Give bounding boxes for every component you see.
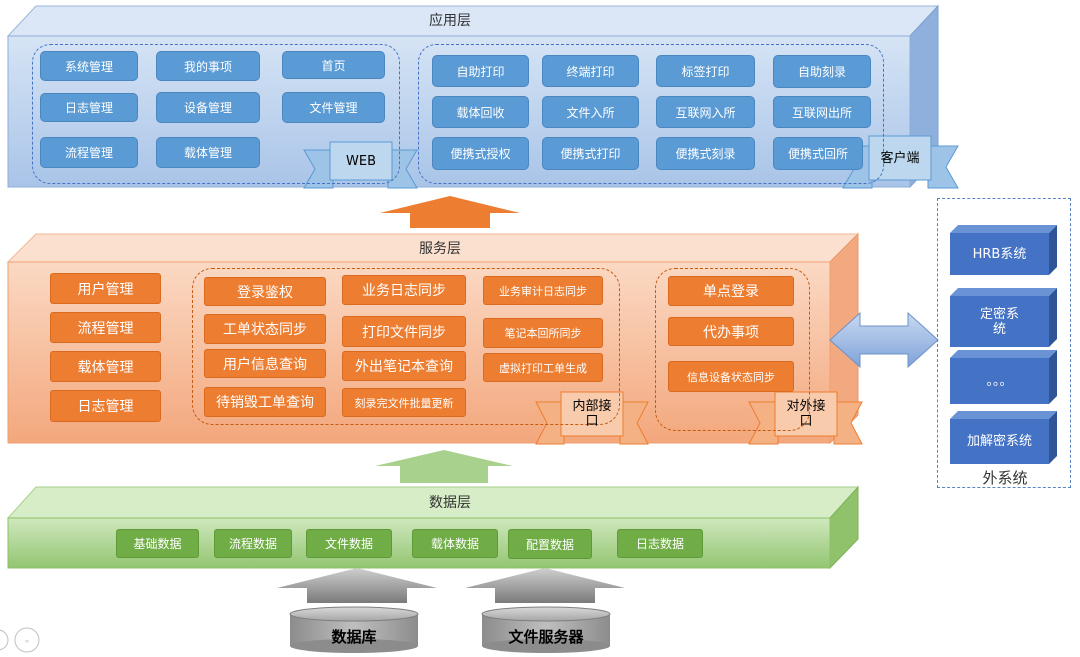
svc-outbound-laptop-query[interactable]: 外出笔记本查询: [342, 351, 466, 381]
data-item-file[interactable]: 文件数据: [306, 529, 392, 558]
external-interface-group: [655, 268, 810, 431]
external-systems-group: [937, 198, 1071, 488]
fileserver-label: 文件服务器: [508, 627, 584, 646]
client-item-self-burn[interactable]: 自助刻录: [773, 55, 871, 88]
web-item-system-management[interactable]: 系统管理: [40, 51, 138, 81]
fileserver-cylinder: [481, 606, 611, 653]
ext-box-3d: [950, 225, 1057, 464]
client-item-internet-inbound[interactable]: 互联网入所: [656, 96, 755, 128]
client-item-portable-authorize[interactable]: 便携式授权: [432, 137, 529, 170]
svc-single-sign-on[interactable]: 单点登录: [668, 276, 794, 306]
web-item-log-management[interactable]: 日志管理: [40, 93, 138, 122]
up-arrow-data-to-service: [375, 450, 513, 483]
svc-carrier-management[interactable]: 载体管理: [50, 351, 161, 382]
web-item-carrier-management[interactable]: 载体管理: [156, 137, 260, 168]
client-item-label-print[interactable]: 标签打印: [656, 55, 755, 87]
database-label: 数据库: [331, 627, 377, 646]
client-item-terminal-print[interactable]: 终端打印: [542, 55, 639, 87]
data-item-config[interactable]: 配置数据: [508, 529, 592, 559]
ext-encryption-system[interactable]: 加解密系统: [950, 419, 1049, 464]
svc-audit-log-sync[interactable]: 业务审计日志同步: [483, 276, 603, 305]
data-item-carrier[interactable]: 载体数据: [412, 529, 498, 558]
web-item-device-management[interactable]: 设备管理: [156, 92, 260, 123]
svc-print-file-sync[interactable]: 打印文件同步: [342, 316, 466, 347]
svc-business-log-sync[interactable]: 业务日志同步: [342, 275, 466, 305]
client-item-portable-print[interactable]: 便携式打印: [542, 137, 639, 170]
svc-user-info-query[interactable]: 用户信息查询: [204, 349, 326, 378]
internal-interface-group: [192, 268, 620, 425]
svg-text:∞: ∞: [25, 638, 30, 645]
client-item-file-inbound[interactable]: 文件入所: [542, 96, 639, 128]
data-item-log[interactable]: 日志数据: [617, 529, 703, 558]
svc-burned-file-batch-update[interactable]: 刻录完文件批量更新: [342, 388, 466, 417]
double-arrow-external: [829, 311, 939, 369]
svc-virtual-print-ticket[interactable]: 虚拟打印工单生成: [483, 353, 603, 382]
svc-user-management[interactable]: 用户管理: [50, 273, 161, 304]
web-item-my-tasks[interactable]: 我的事项: [156, 51, 260, 81]
svc-laptop-return-sync[interactable]: 笔记本回所同步: [483, 318, 603, 348]
ribbon-web-label: WEB: [346, 153, 376, 169]
client-item-portable-burn[interactable]: 便携式刻录: [656, 137, 755, 170]
up-arrow-db: [277, 568, 437, 603]
svc-login-auth[interactable]: 登录鉴权: [204, 277, 326, 306]
up-arrow-service-to-app: [380, 196, 520, 228]
service-layer-title: 服务层: [419, 241, 461, 257]
svc-process-management[interactable]: 流程管理: [50, 312, 161, 343]
external-systems-label: 外系统: [982, 468, 1028, 487]
ribbon-client-label: 客户端: [880, 150, 920, 166]
svc-todo-items[interactable]: 代办事项: [668, 317, 794, 346]
data-item-process[interactable]: 流程数据: [214, 529, 292, 558]
ext-more-systems[interactable]: 。。。: [950, 358, 1049, 404]
data-item-basic[interactable]: 基础数据: [116, 529, 199, 558]
svc-device-status-sync[interactable]: 信息设备状态同步: [668, 361, 794, 392]
svc-log-management[interactable]: 日志管理: [50, 390, 161, 422]
web-group: [32, 44, 400, 184]
ribbon-web: [303, 141, 418, 189]
app-layer-title: 应用层: [429, 13, 471, 29]
client-item-carrier-recycle[interactable]: 载体回收: [432, 96, 529, 128]
client-item-self-print[interactable]: 自助打印: [432, 55, 529, 87]
ext-classification-system[interactable]: 定密系统: [950, 296, 1049, 347]
data-layer-title: 数据层: [429, 495, 471, 511]
web-item-process-management[interactable]: 流程管理: [40, 137, 138, 168]
web-item-file-management[interactable]: 文件管理: [282, 92, 385, 123]
svc-ticket-status-sync[interactable]: 工单状态同步: [204, 314, 326, 344]
corner-circle-icons: ∞: [0, 627, 40, 653]
ribbon-internal-label: 内部接口: [572, 399, 612, 429]
svc-destroy-ticket-query[interactable]: 待销毁工单查询: [204, 387, 326, 417]
web-item-home[interactable]: 首页: [282, 51, 385, 79]
client-item-portable-return[interactable]: 便携式回所: [773, 137, 863, 170]
client-item-internet-outbound[interactable]: 互联网出所: [773, 96, 871, 128]
ribbon-internal: [535, 391, 649, 445]
up-arrow-fileserver: [465, 568, 625, 603]
ribbon-external-label: 对外接口: [786, 399, 826, 429]
ext-hrb-system[interactable]: HRB系统: [950, 233, 1049, 275]
database-cylinder: [289, 606, 419, 653]
client-group: [418, 44, 884, 184]
